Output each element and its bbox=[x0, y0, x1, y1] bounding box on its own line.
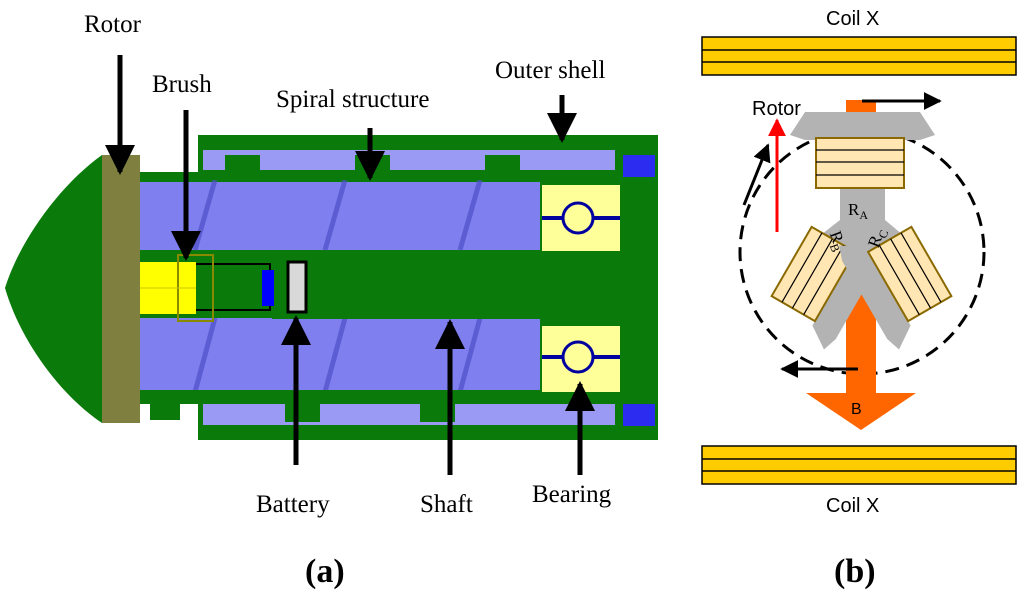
winding-top bbox=[815, 137, 905, 189]
pole-right bbox=[839, 225, 953, 350]
end-cap-top bbox=[623, 155, 655, 177]
rotor-disk bbox=[102, 155, 140, 423]
bump-6 bbox=[420, 400, 455, 422]
dome bbox=[5, 155, 102, 423]
shaft bbox=[272, 251, 622, 319]
brush-blue-tip bbox=[262, 270, 274, 306]
bump-5 bbox=[285, 400, 320, 422]
lower-spiral-band bbox=[203, 403, 615, 425]
caption-a: (a) bbox=[305, 553, 345, 590]
label-ra-sub: A bbox=[859, 208, 868, 222]
coil-bottom bbox=[701, 445, 1017, 485]
label-battery: Battery bbox=[256, 491, 330, 518]
label-ra: RA bbox=[848, 200, 868, 222]
label-shaft: Shaft bbox=[420, 491, 473, 518]
bump-1 bbox=[150, 398, 180, 420]
upper-spiral-band bbox=[203, 150, 615, 170]
panel-a: Rotor Brush Spiral structure Outer shell… bbox=[5, 11, 658, 590]
pole-top bbox=[790, 112, 935, 140]
label-outer-shell: Outer shell bbox=[495, 57, 605, 84]
label-ra-letter: R bbox=[848, 200, 860, 219]
caption-b-letter: b bbox=[845, 553, 864, 590]
label-rotor-b: Rotor bbox=[752, 98, 801, 120]
bump-4 bbox=[485, 155, 520, 175]
panel-b: Coil X Coil X B bbox=[701, 8, 1017, 590]
label-bearing: Bearing bbox=[532, 481, 612, 508]
field-arrow-head bbox=[806, 393, 916, 430]
label-rotor: Rotor bbox=[84, 11, 142, 38]
coil-top bbox=[701, 36, 1017, 76]
caption-a-letter: a bbox=[316, 553, 333, 590]
label-coil-bottom: Coil X bbox=[826, 495, 879, 517]
bearing-top bbox=[542, 185, 620, 251]
rotation-arrow-left bbox=[742, 143, 771, 206]
label-coil-top: Coil X bbox=[826, 8, 879, 30]
label-brush: Brush bbox=[152, 71, 212, 98]
bearing-bottom bbox=[542, 326, 620, 392]
label-spiral-structure: Spiral structure bbox=[276, 86, 429, 113]
brush-holder bbox=[194, 263, 271, 311]
label-field-b: B bbox=[851, 401, 862, 418]
bump-2 bbox=[225, 155, 260, 175]
caption-b: (b) bbox=[834, 553, 876, 590]
end-cap-bottom bbox=[623, 404, 655, 426]
battery bbox=[286, 260, 308, 314]
